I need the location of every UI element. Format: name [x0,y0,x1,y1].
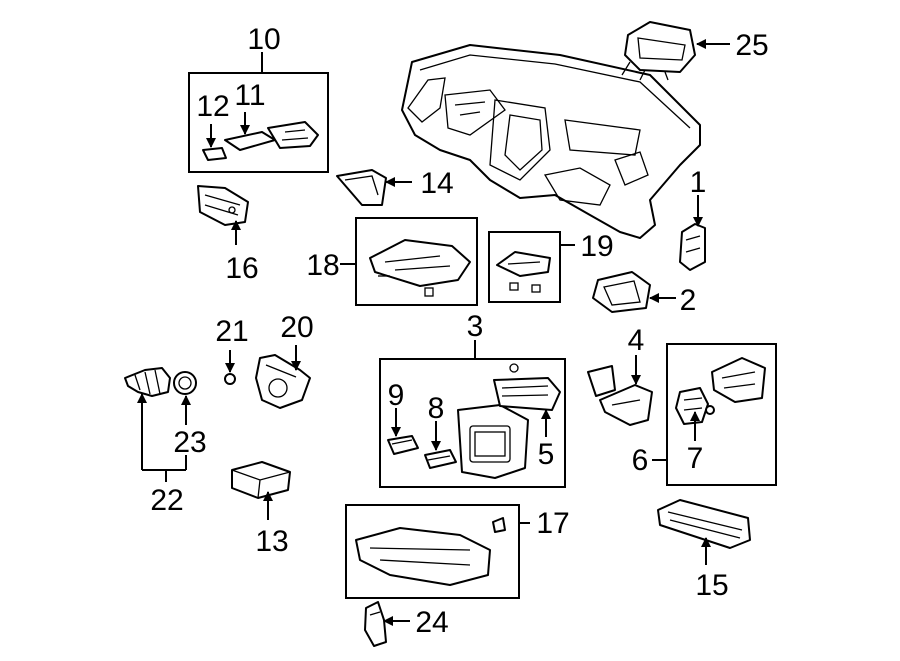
part-18-bracket [369,239,471,297]
callout-7: 7 [687,442,704,475]
part-2-meter-visor [592,271,651,313]
callout-18: 18 [306,249,339,282]
part-13-pocket [231,461,291,499]
part-21-clip [224,373,236,385]
callout-3: 3 [467,310,484,343]
part-16-switch-panel [197,185,249,226]
part-6-vent-assembly [711,357,766,403]
callout-23: 23 [173,426,206,459]
part-1-side-trim [679,223,706,271]
callout-24: 24 [415,606,448,639]
part-15-duct [657,499,751,549]
part-9-button [387,435,419,455]
group-box-17 [345,504,520,599]
callout-22: 22 [150,484,183,517]
group-box-6 [666,343,777,486]
callout-10: 10 [247,23,280,56]
part-center-panel [457,404,529,479]
group-box-3 [379,358,566,488]
part-4-bracket [587,365,653,426]
callout-16: 16 [225,252,258,285]
callout-14: 14 [420,167,453,200]
callout-11: 11 [234,79,265,112]
part-22-duct [124,367,171,397]
leader-lines [137,39,730,626]
part-23-ring [173,371,197,395]
callout-9: 9 [388,379,405,412]
group-box-10 [188,72,329,173]
callout-17: 17 [536,507,569,540]
part-8-button [424,449,457,469]
callout-4: 4 [628,324,645,357]
part-14-vent [336,169,387,206]
group-box-19 [488,231,561,303]
callout-13: 13 [255,525,288,558]
callout-6: 6 [632,444,649,477]
callout-21: 21 [215,315,248,348]
callout-8: 8 [428,392,445,425]
callout-1: 1 [690,166,707,199]
callout-25: 25 [735,29,768,62]
part-5-vent [493,363,561,411]
part-17-glove-box [355,517,506,586]
part-12-bracket [202,147,227,161]
part-25-airbag [621,21,696,81]
instrument-panel [401,44,701,239]
callout-2: 2 [680,284,697,317]
part-7-vent [675,387,715,425]
callout-19: 19 [580,230,613,263]
part-11-trim [224,121,319,151]
callout-15: 15 [695,569,728,602]
group-box-18 [355,217,478,306]
part-24-knob [364,601,387,647]
callout-5: 5 [538,438,555,471]
callout-20: 20 [280,311,313,344]
part-19-bracket [496,251,551,293]
part-20-switch-panel [255,354,311,409]
callout-12: 12 [196,90,229,123]
